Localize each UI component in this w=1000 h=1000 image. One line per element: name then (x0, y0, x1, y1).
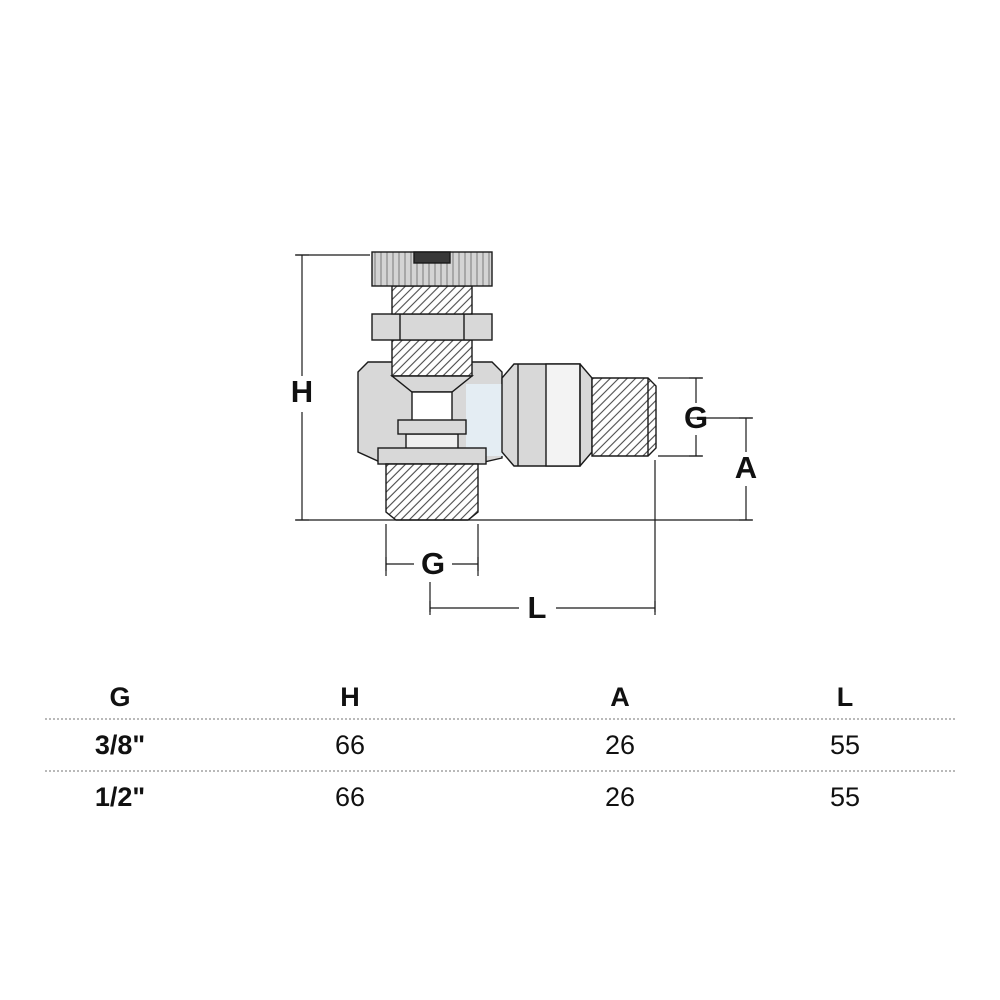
bonnet-thread (391, 339, 473, 377)
cell-a-value: 26 (604, 729, 636, 760)
dim-label-g-bottom: G (421, 546, 445, 581)
bore-highlight (466, 384, 504, 456)
cell-a-value: 26 (604, 781, 636, 812)
upper-thread (391, 285, 473, 315)
dim-label-h: H (291, 374, 313, 409)
dim-label-l: L (528, 590, 547, 625)
cell-h-value: 66 (334, 781, 366, 812)
dimensions-table: G H A L 3/8" 66 26 55 1/2" 66 26 55 (0, 676, 1000, 822)
table-header-row: G H A L (45, 676, 955, 720)
table-row: 3/8" 66 26 55 (45, 720, 955, 772)
stem-collar (397, 419, 467, 435)
table-header-g: G (109, 681, 131, 712)
table-header-a: A (610, 681, 630, 712)
bottom-thread (385, 463, 479, 521)
union-nut-band (545, 363, 581, 467)
cell-g-size: 1/2" (94, 781, 146, 812)
dim-label-g-right: G (684, 400, 708, 435)
hex-nut (371, 313, 493, 341)
cell-g-size: 3/8" (94, 729, 146, 760)
table-header-h: H (340, 681, 360, 712)
cell-l-value: 55 (829, 729, 861, 760)
table-header-l: L (836, 681, 854, 712)
dim-label-a: A (735, 450, 757, 485)
cell-h-value: 66 (334, 729, 366, 760)
right-thread (591, 377, 657, 457)
cell-l-value: 55 (829, 781, 861, 812)
dimension-lines (295, 254, 753, 615)
valve-technical-drawing: H G L G A (291, 251, 757, 625)
table-row: 1/2" 66 26 55 (45, 772, 955, 822)
stem-neck (411, 391, 453, 425)
valve-body-group (357, 251, 657, 521)
cap-insert (413, 251, 451, 264)
bottom-flange (377, 447, 487, 465)
